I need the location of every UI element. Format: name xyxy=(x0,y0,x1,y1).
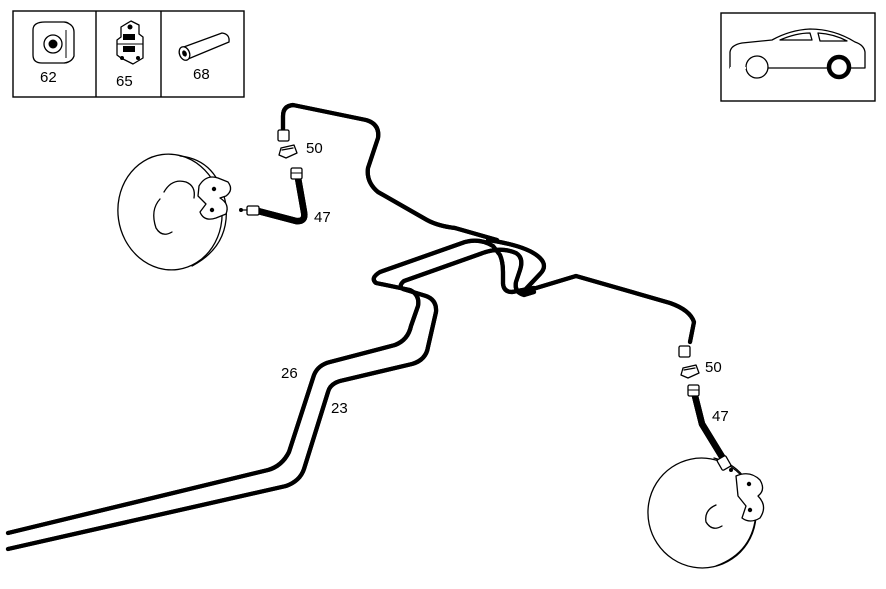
pipe-clip-icon xyxy=(116,20,144,65)
legend-label-62: 62 xyxy=(40,69,57,86)
parts-legend: 62 65 68 xyxy=(12,10,245,98)
sleeve-icon xyxy=(178,32,230,61)
callout-front-hose: 47 xyxy=(314,209,331,226)
callout-rear-hose: 47 xyxy=(712,408,729,425)
callout-line-left: 26 xyxy=(281,365,298,382)
car-rear-wheel-icon xyxy=(729,28,866,80)
rear-brake-disc xyxy=(647,457,765,569)
front-brake-disc xyxy=(117,153,232,271)
callout-rear-connector: 50 xyxy=(705,359,722,376)
rubber-bushing-icon xyxy=(32,21,75,64)
brake-lines xyxy=(5,102,697,552)
front-brake-hose xyxy=(239,167,304,221)
callout-front-connector: 50 xyxy=(306,140,323,157)
callout-line-right: 23 xyxy=(331,400,348,417)
vehicle-locator xyxy=(720,12,876,102)
rear-pipe-connector xyxy=(678,345,700,379)
legend-label-68: 68 xyxy=(193,66,210,83)
front-pipe-connector xyxy=(277,129,298,159)
legend-label-65: 65 xyxy=(116,73,133,90)
brake-lines-core xyxy=(8,105,694,549)
rear-brake-hose xyxy=(687,384,733,472)
